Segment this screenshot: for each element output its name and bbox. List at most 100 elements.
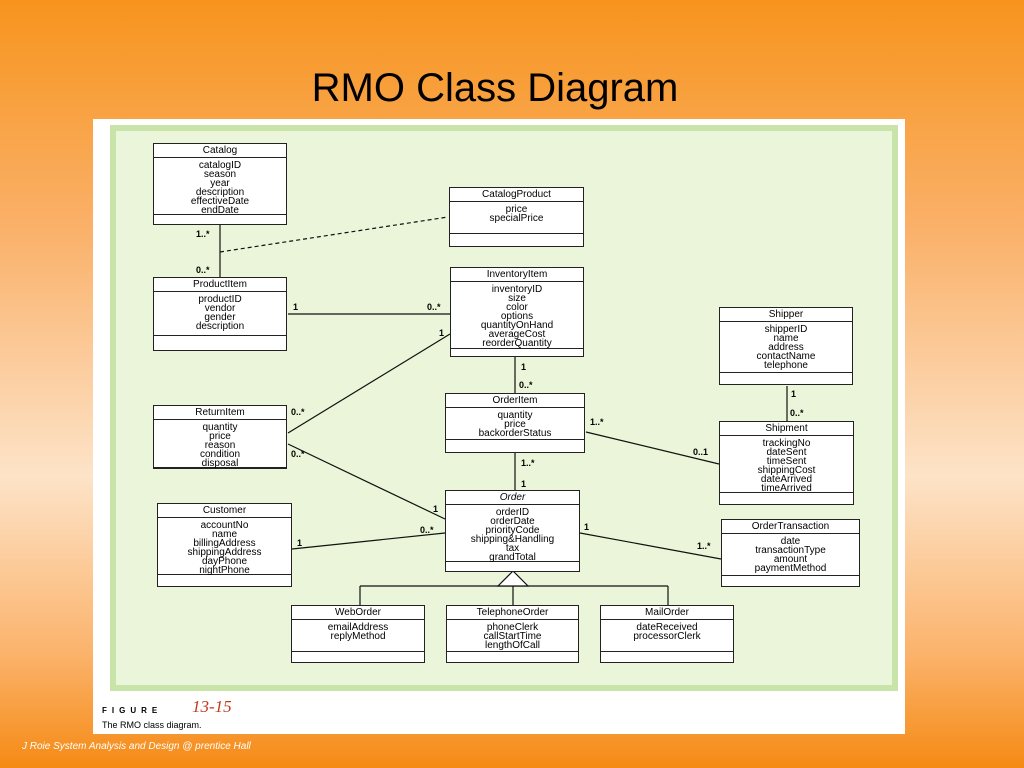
class-attribute: tax xyxy=(505,543,520,554)
multiplicity-label: 1 xyxy=(584,522,590,532)
multiplicity-label: 1 xyxy=(521,479,527,489)
class-attribute: price xyxy=(504,419,526,430)
class-attribute: quantityOnHand xyxy=(480,320,554,331)
class-attribute: price xyxy=(505,204,528,215)
class-name: OrderTransaction xyxy=(722,520,859,534)
class-attribute: backorderStatus xyxy=(478,428,552,439)
class-attribute: lengthOfCall xyxy=(484,640,541,651)
class-attribute: shipperID xyxy=(764,324,808,335)
multiplicity-label: 1..* xyxy=(697,541,711,551)
class-customer: Customer accountNo name billingAddress s… xyxy=(157,503,292,587)
class-attribute: description xyxy=(195,321,245,332)
class-attribute: callStartTime xyxy=(483,631,542,642)
multiplicity-label: 1 xyxy=(297,538,303,548)
class-name: MailOrder xyxy=(601,606,733,620)
class-attribute: emailAddress xyxy=(327,622,389,633)
class-attribute: catalogID xyxy=(198,160,242,171)
class-name: Catalog xyxy=(154,144,286,158)
class-attribute: amount xyxy=(773,554,808,565)
association-returnitem-order xyxy=(287,443,446,520)
class-attribute: dateArrived xyxy=(760,474,813,485)
association-catalogproduct-dashed xyxy=(219,216,449,253)
multiplicity-label: 1 xyxy=(439,328,445,338)
class-attribute: season xyxy=(203,169,237,180)
class-attribute: transactionType xyxy=(755,545,826,556)
association-orderitem-shipment xyxy=(585,431,720,465)
multiplicity-label: 1..* xyxy=(521,458,535,468)
class-attribute: options xyxy=(500,311,534,322)
class-name: CatalogProduct xyxy=(450,188,583,202)
class-productitem: ProductItem productID vendor gender desc… xyxy=(153,277,287,351)
figure-label: FIGURE xyxy=(102,706,163,715)
class-attribute: replyMethod xyxy=(330,631,386,642)
class-attribute: date xyxy=(780,536,801,547)
class-telephoneorder: TelephoneOrder phoneClerk callStartTime … xyxy=(446,605,579,663)
class-name: Shipment xyxy=(720,422,853,436)
class-attribute: shipping&Handling xyxy=(470,534,555,545)
class-weborder: WebOrder emailAddress replyMethod xyxy=(291,605,425,663)
class-attribute: phoneClerk xyxy=(486,622,539,633)
class-attribute: averageCost xyxy=(488,329,546,340)
class-attribute: condition xyxy=(199,449,241,460)
class-attribute: disposal xyxy=(201,458,239,469)
association-customer-order xyxy=(291,532,446,550)
class-attribute: endDate xyxy=(201,205,239,216)
class-name: WebOrder xyxy=(292,606,424,620)
class-attribute: name xyxy=(773,333,799,344)
slide-footer: J Roie System Analysis and Design @ pren… xyxy=(22,741,251,752)
class-attribute: quantity xyxy=(497,410,533,421)
class-attribute: timeSent xyxy=(766,456,807,467)
class-attribute: gender xyxy=(204,312,236,323)
multiplicity-label: 1 xyxy=(521,362,527,372)
class-catalog: Catalog catalogID season year descriptio… xyxy=(153,143,287,225)
class-name: TelephoneOrder xyxy=(447,606,578,620)
multiplicity-label: 0..* xyxy=(420,525,434,535)
class-attribute: quantity xyxy=(202,422,238,433)
class-name: InventoryItem xyxy=(451,268,583,282)
class-name: OrderItem xyxy=(446,394,584,408)
class-name: ProductItem xyxy=(154,278,286,292)
class-attribute: year xyxy=(210,178,230,189)
class-attribute: shippingAddress xyxy=(187,547,262,558)
class-attribute: orderDate xyxy=(490,516,535,527)
multiplicity-label: 1..* xyxy=(196,229,210,239)
class-attribute: size xyxy=(508,293,526,304)
multiplicity-label: 1 xyxy=(433,504,439,514)
multiplicity-label: 0..1 xyxy=(693,447,709,457)
class-attribute: orderID xyxy=(495,507,530,518)
multiplicity-label: 0..* xyxy=(291,407,305,417)
class-catalogproduct: CatalogProduct price specialPrice xyxy=(449,187,584,247)
multiplicity-label: 1 xyxy=(293,302,299,312)
class-attribute: shippingCost xyxy=(757,465,816,476)
association-returnitem-inventoryitem xyxy=(287,333,451,434)
class-ordertransaction: OrderTransaction date transactionType am… xyxy=(721,519,860,587)
class-shipment: Shipment trackingNo dateSent timeSent sh… xyxy=(719,421,854,505)
class-name: ReturnItem xyxy=(154,406,286,420)
class-attribute: vendor xyxy=(204,303,236,314)
class-orderitem: OrderItem quantity price backorderStatus xyxy=(445,393,585,453)
class-attribute: trackingNo xyxy=(762,438,811,449)
class-attribute: description xyxy=(195,187,245,198)
figure-panel: Catalog catalogID season year descriptio… xyxy=(93,119,905,734)
multiplicity-label: 0..* xyxy=(196,265,210,275)
slide-title: RMO Class Diagram xyxy=(311,66,679,110)
class-attribute: dayPhone xyxy=(201,556,248,567)
multiplicity-label: 0..* xyxy=(519,380,533,390)
class-attribute: processorClerk xyxy=(633,631,701,642)
class-attribute: telephone xyxy=(764,360,808,371)
class-shipper: Shipper shipperID name address contactNa… xyxy=(719,307,853,385)
class-attribute: nightPhone xyxy=(199,565,250,576)
class-attribute: grandTotal xyxy=(489,552,536,563)
class-attribute: contactName xyxy=(756,351,816,362)
class-attribute: reason xyxy=(204,440,236,451)
figure-number: 13-15 xyxy=(192,697,232,716)
class-attribute: timeArrived xyxy=(761,483,812,494)
class-order: Order orderID orderDate priorityCode shi… xyxy=(445,490,580,572)
class-attribute: priorityCode xyxy=(485,525,540,536)
class-name: Customer xyxy=(158,504,291,518)
class-attribute: specialPrice xyxy=(489,213,544,224)
class-attribute: name xyxy=(211,529,237,540)
multiplicity-label: 1..* xyxy=(590,417,604,427)
class-attribute: price xyxy=(209,431,231,442)
multiplicity-label: 0..* xyxy=(427,302,441,312)
